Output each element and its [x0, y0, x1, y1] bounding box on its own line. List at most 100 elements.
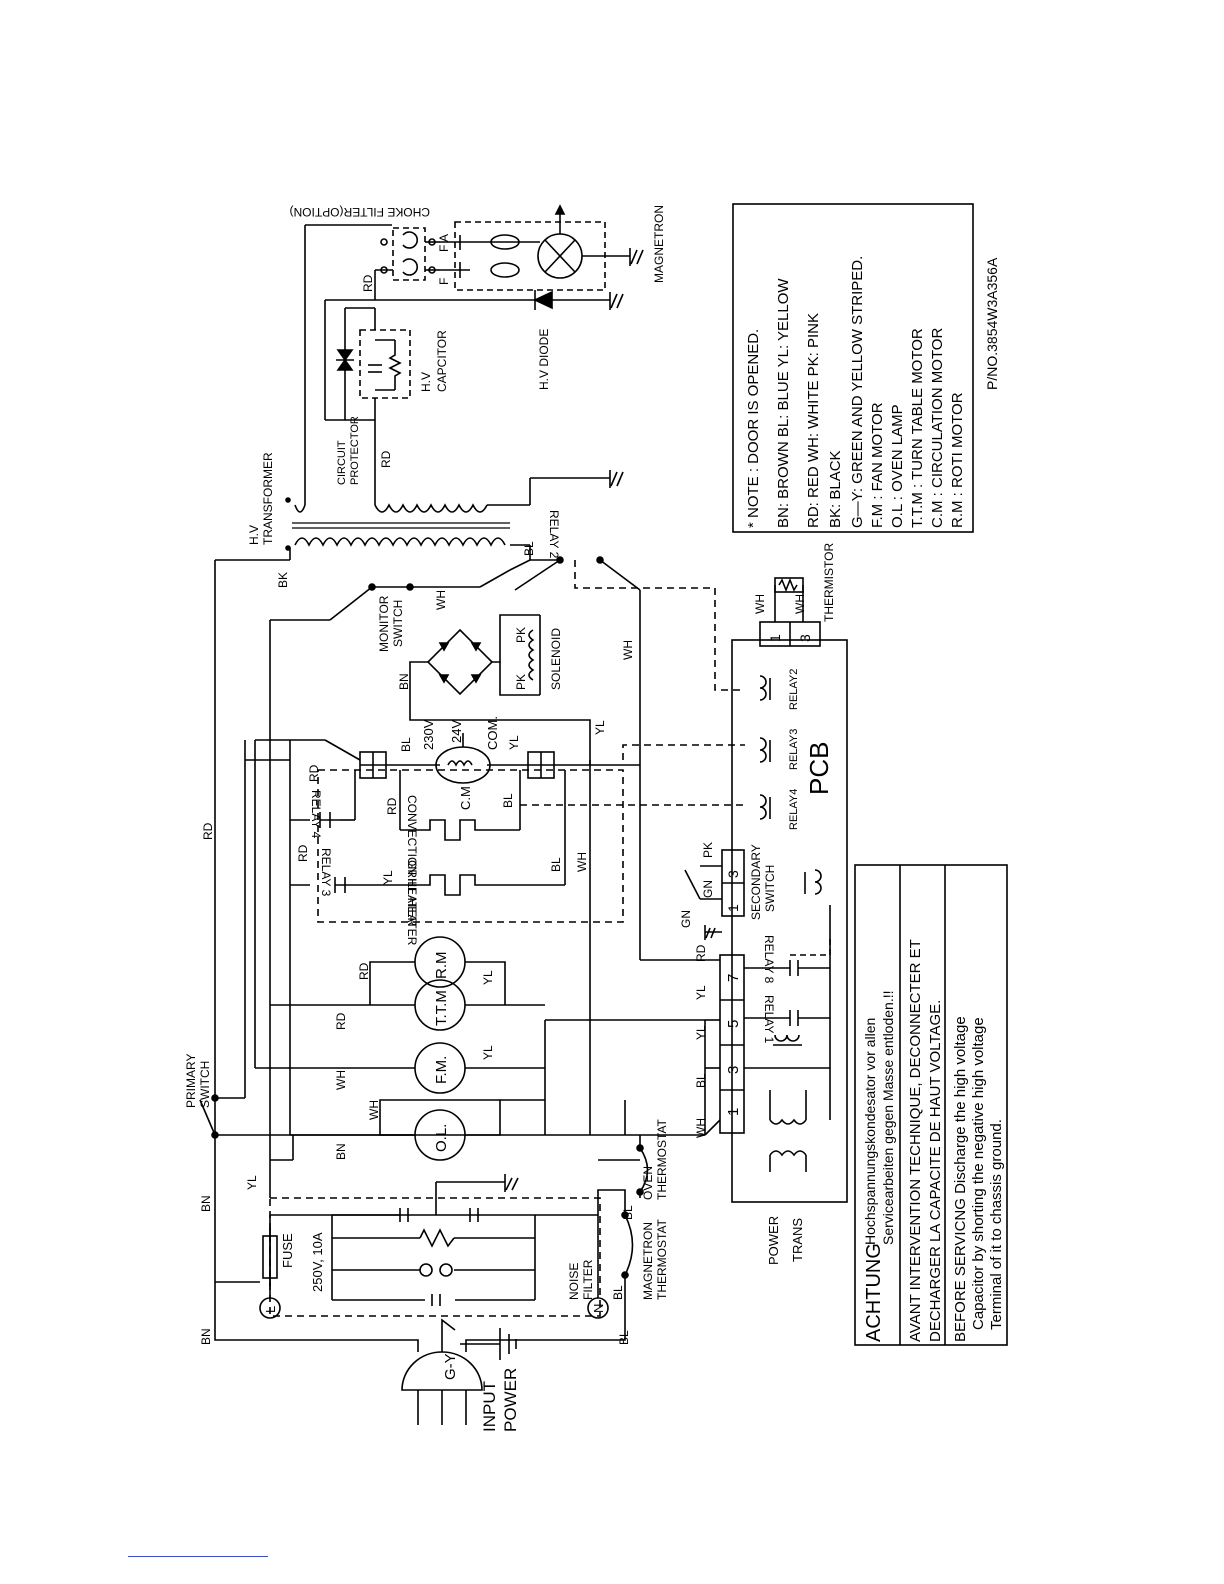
- hv-transformer-label: H.V: [247, 525, 261, 545]
- note-line-3: RD: RED WH: WHITE PK: PINK: [805, 313, 822, 528]
- pcb-title: PCB: [804, 742, 834, 795]
- pcb-pin-7: 7: [725, 974, 742, 982]
- footer-rule: [128, 1556, 268, 1557]
- wire-pk-1: PK: [514, 674, 528, 690]
- avant-line-1: AVANT INTERVENTION TECHNIQUE, DECONNECTE…: [907, 939, 924, 1342]
- relay-2-label: RELAY 2: [547, 510, 561, 559]
- terminal-block-left: [359, 751, 387, 779]
- cm-230v-label: 230V: [421, 719, 436, 750]
- hv-capacitor-label-2: CAPCITOR: [435, 330, 449, 392]
- wire-rd-8: RD: [379, 450, 393, 468]
- convection-heater-label: CONVECTION HEATER: [405, 795, 419, 926]
- wire-bl-5: BL: [549, 857, 563, 872]
- choke-filter-label: CHOKE FILTER(OPTION): [290, 205, 430, 219]
- pcb-relay1-coil: [773, 1034, 802, 1046]
- relay-8-label: RELAY 8: [762, 935, 776, 984]
- wire-wh-8: WH: [793, 594, 807, 614]
- circuit-protector-label-2: PROTECTOR: [349, 416, 361, 485]
- wire-gn-1: GN: [679, 910, 693, 928]
- relay-3-label: RELAY 3: [319, 848, 333, 897]
- monitor-switch-icon: [368, 583, 414, 591]
- secondary-switch-label: SECONDARY: [749, 844, 763, 920]
- ground-symbol-hv1: [609, 470, 624, 488]
- notes-box: [732, 203, 974, 533]
- primary-switch-label-2: SWITCH: [198, 1061, 212, 1108]
- solenoid-label: SOLENOID: [549, 628, 563, 690]
- terminal-block-right: [527, 751, 555, 779]
- fan-motor-label: F.M.: [433, 1056, 450, 1084]
- input-power-label: INPUT: [480, 1381, 499, 1432]
- thermistor-label: THERMISTOR: [822, 543, 836, 622]
- wire-wh-2: WH: [334, 1070, 348, 1090]
- wire-yl-7: YL: [694, 1025, 708, 1040]
- wire-rd-5: RD: [307, 764, 321, 782]
- ground-symbol-hv2: [609, 292, 624, 310]
- wire-wh-3: WH: [575, 852, 589, 872]
- before-line-3: Terminal of it to chassis ground.: [988, 1119, 1005, 1330]
- pcb-relay3-coil: [759, 737, 771, 763]
- wire-yl-4: YL: [381, 870, 395, 885]
- terminal-l-label: L: [263, 1306, 278, 1313]
- sec-pin-1: 1: [725, 904, 741, 912]
- note-line-6: F.M : FAN MOTOR: [869, 402, 886, 528]
- note-line-8: T.T.M : TURN TABLE MOTOR: [909, 328, 926, 528]
- wire-yl-3: YL: [481, 970, 495, 985]
- wire-yl-5: YL: [507, 735, 521, 750]
- wire-bk-1: BK: [276, 572, 290, 588]
- oven-lamp-label: O.L.: [433, 1124, 450, 1152]
- noise-filter-label-2: FILTER: [581, 1259, 595, 1300]
- choke-fa-label: F A: [437, 234, 451, 252]
- noise-filter-label: NOISE: [567, 1263, 581, 1300]
- hv-capacitor-box: [359, 329, 411, 399]
- cm-24v-label: 24V: [449, 720, 464, 743]
- note-line-10: R.M : ROTI MOTOR: [949, 392, 966, 528]
- relay-2-contact: [514, 556, 604, 591]
- wire-rd-4: RD: [296, 844, 310, 862]
- pcb-relay2-coil: [759, 675, 771, 701]
- wire-bl-6: BL: [399, 737, 413, 752]
- wire-wh-6: WH: [694, 1118, 708, 1138]
- thermistor-icon: [774, 577, 804, 622]
- note-line-9: C.M : CIRCULATION MOTOR: [929, 328, 946, 528]
- note-line-5: G—Y: GREEN AND YELLOW STRIPED.: [849, 256, 866, 528]
- noise-filter-box: [269, 1197, 601, 1317]
- power-trans-label: POWER: [766, 1216, 781, 1265]
- wire-rd-2: RD: [357, 962, 371, 980]
- pcb-relay4-coil: [759, 794, 771, 820]
- part-number: P/NO.3854W3A356A: [984, 257, 1000, 390]
- fuse-label: FUSE: [280, 1233, 295, 1268]
- input-power-label-2: POWER: [501, 1368, 520, 1432]
- choke-filter-box: [392, 227, 426, 281]
- hv-transformer: [285, 497, 510, 551]
- before-line-2: Capacitor by shorting the negative high …: [970, 1017, 987, 1330]
- choke-f-label: F: [437, 278, 451, 285]
- wire-bn-1: BN: [199, 1328, 213, 1345]
- primary-switch-label: PRIMARY: [184, 1054, 198, 1108]
- secondary-switch-label-2: SWITCH: [763, 865, 777, 912]
- therm-pin-3: 3: [797, 634, 813, 642]
- pcb-pin-3: 3: [725, 1066, 742, 1074]
- turntable-motor-label: T.T.M: [433, 990, 450, 1026]
- oven-thermostat-label: OVEN: [641, 1166, 655, 1200]
- ground-symbol-magnetron: [629, 248, 644, 266]
- pcb-relay4-label: RELAY4: [788, 789, 800, 830]
- wire-yl-6: YL: [593, 720, 607, 735]
- magnetron-icon: [440, 204, 630, 279]
- wire-rd-9: RD: [694, 944, 708, 962]
- circuit-protector-label: CIRCUIT: [336, 440, 348, 485]
- pcb-relay8-coil: [804, 869, 822, 895]
- wire-bl-2: BL: [611, 1285, 625, 1300]
- wire-wh-5: WH: [621, 640, 635, 660]
- pcb-pin-1: 1: [725, 1108, 742, 1116]
- sec-pin-3: 3: [725, 870, 741, 878]
- hv-capacitor-label: H.V: [419, 372, 433, 392]
- therm-pin-1: 1: [767, 634, 783, 642]
- ground-symbol-pcb: [704, 925, 722, 940]
- achtung-line-1: Hochspannungskondesator vor allen: [862, 1018, 878, 1245]
- relay-4-contact: [319, 812, 340, 828]
- hv-transformer-label-2: TRANSFORMER: [261, 452, 275, 545]
- achtung-line-2: Servicearbeiten gegen Masse entloden.!!: [880, 991, 896, 1246]
- power-trans-label-2: TRANS: [790, 1218, 805, 1262]
- wire-wh-1: WH: [367, 1100, 381, 1120]
